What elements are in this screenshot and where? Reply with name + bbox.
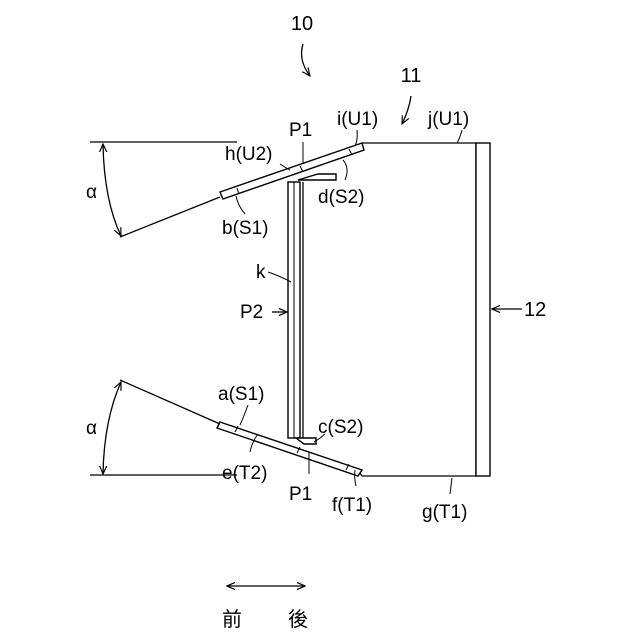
label-i-u1: i(U1)	[337, 109, 378, 130]
label-back: 後	[288, 607, 308, 631]
label-front: 前	[222, 607, 242, 631]
label-11: 11	[401, 65, 422, 87]
label-alpha-bottom: α	[86, 418, 97, 439]
label-p1-top: P1	[289, 120, 312, 141]
label-h-u2: h(U2)	[225, 144, 273, 165]
label-10: 10	[291, 13, 313, 35]
angle-arc-top	[103, 144, 121, 236]
pillar-p2	[288, 182, 303, 438]
housing-body	[358, 143, 476, 476]
label-e-t2: e(T2)	[222, 463, 267, 484]
label-p1-bottom: P1	[289, 484, 312, 505]
label-12: 12	[524, 299, 546, 321]
label-j-u1: j(U1)	[427, 109, 469, 130]
angle-arc-bottom	[103, 382, 121, 474]
label-alpha-top: α	[86, 182, 97, 203]
label-d-s2: d(S2)	[318, 187, 364, 208]
angle-lines	[90, 142, 237, 475]
label-c-s2: c(S2)	[318, 417, 363, 438]
label-a-s1: a(S1)	[218, 384, 264, 405]
label-f-t1: f(T1)	[332, 495, 372, 516]
label-p2: P2	[240, 302, 263, 323]
label-k: k	[256, 262, 266, 283]
label-g-t1: g(T1)	[422, 502, 467, 523]
label-b-s1: b(S1)	[222, 218, 268, 239]
rear-plate	[476, 143, 490, 476]
